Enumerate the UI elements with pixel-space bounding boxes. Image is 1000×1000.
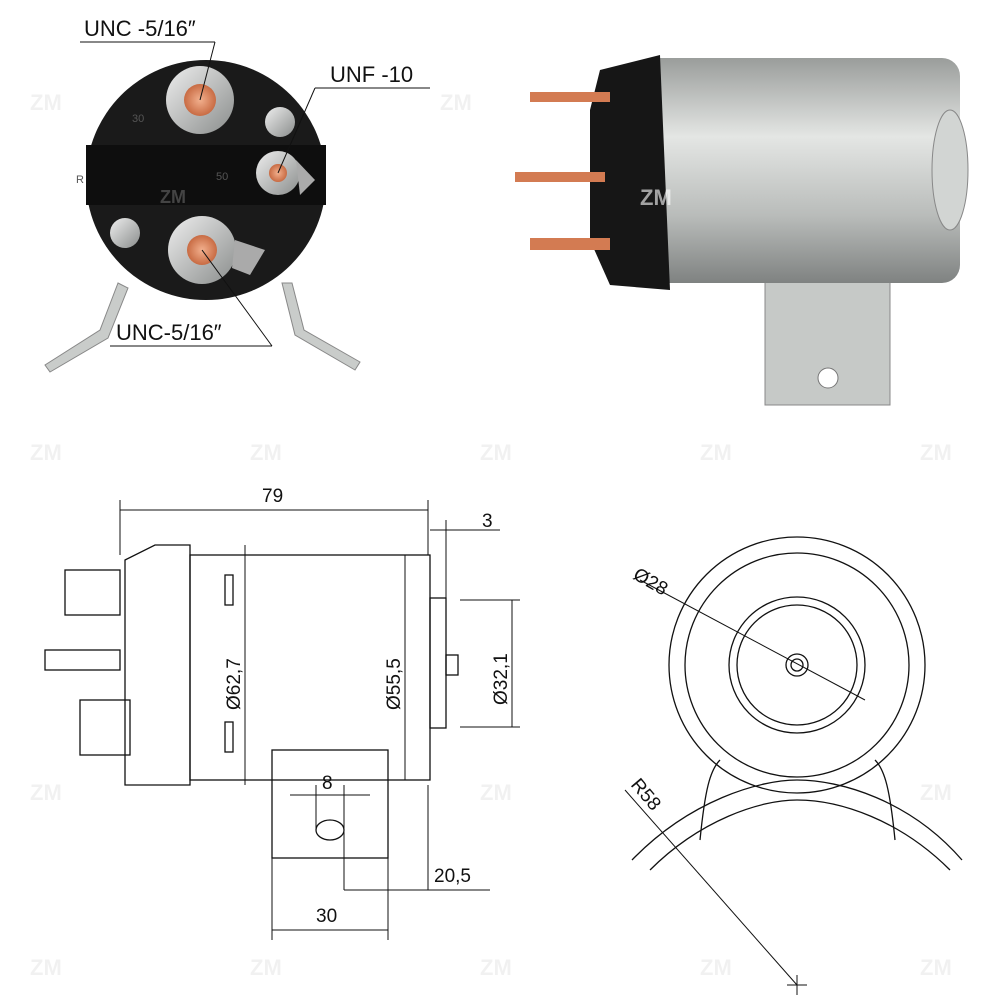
dim-dia-boss: Ø32,1 — [491, 653, 512, 705]
callout-unc-top: UNC -5/16″ — [84, 16, 196, 41]
watermark-pattern: ZM ZM ZM ZM ZM ZM ZM ZM ZM ZM ZM ZM ZM ZM ZM ZM — [30, 90, 952, 980]
svg-text:ZM: ZM — [920, 780, 952, 805]
svg-text:ZM: ZM — [700, 955, 732, 980]
end-drawing: Ø28 R58 — [624, 536, 963, 995]
callout-unf: UNF -10 — [330, 62, 413, 87]
svg-text:ZM: ZM — [440, 90, 472, 115]
dim-radius: R58 — [626, 775, 664, 815]
dim-length: 79 — [262, 486, 283, 507]
svg-text:ZM: ZM — [920, 955, 952, 980]
svg-text:ZM: ZM — [30, 440, 62, 465]
svg-text:ZM: ZM — [920, 440, 952, 465]
dim-bracket-offset: 20,5 — [434, 866, 471, 887]
terminal-mark-30: 30 — [132, 113, 144, 125]
svg-text:ZM: ZM — [30, 780, 62, 805]
svg-text:ZM: ZM — [480, 780, 512, 805]
dim-dia-body: Ø62,7 — [224, 658, 245, 710]
front-view-photo: 30 50 R ZM UNC -5/16″ UNF -10 UNC-5/16″ — [44, 16, 430, 373]
bracket-leg-right — [281, 282, 361, 371]
callout-unc-bottom: UNC-5/16″ — [116, 320, 222, 345]
terminal-cap — [590, 55, 670, 290]
dim-bracket-width: 30 — [316, 906, 337, 927]
svg-text:ZM: ZM — [480, 440, 512, 465]
dim-dia-can: Ø55,5 — [384, 658, 405, 710]
side-drawing: 79 3 Ø62,7 Ø55,5 Ø32,1 8 20,5 30 — [44, 486, 520, 940]
dim-cap: 3 — [482, 511, 493, 532]
svg-text:ZM: ZM — [30, 90, 62, 115]
terminal-mark-r: R — [76, 174, 84, 186]
dim-hole: 8 — [322, 773, 333, 794]
copper-stud — [530, 92, 610, 102]
side-view-photo: ZM — [515, 55, 969, 406]
screw-icon — [265, 107, 295, 137]
copper-stud — [530, 238, 610, 250]
terminal-mark-50: 50 — [216, 171, 228, 183]
screw-icon — [110, 218, 140, 248]
logo: ZM — [640, 185, 672, 210]
copper-stud — [515, 172, 605, 182]
svg-text:ZM: ZM — [250, 440, 282, 465]
dim-dia-center: Ø28 — [630, 564, 672, 600]
svg-text:ZM: ZM — [30, 955, 62, 980]
svg-text:ZM: ZM — [480, 955, 512, 980]
bracket-leg-left — [44, 282, 129, 373]
svg-text:ZM: ZM — [250, 955, 282, 980]
solenoid-can — [640, 58, 960, 283]
svg-text:ZM: ZM — [700, 440, 732, 465]
logo: ZM — [160, 187, 186, 207]
